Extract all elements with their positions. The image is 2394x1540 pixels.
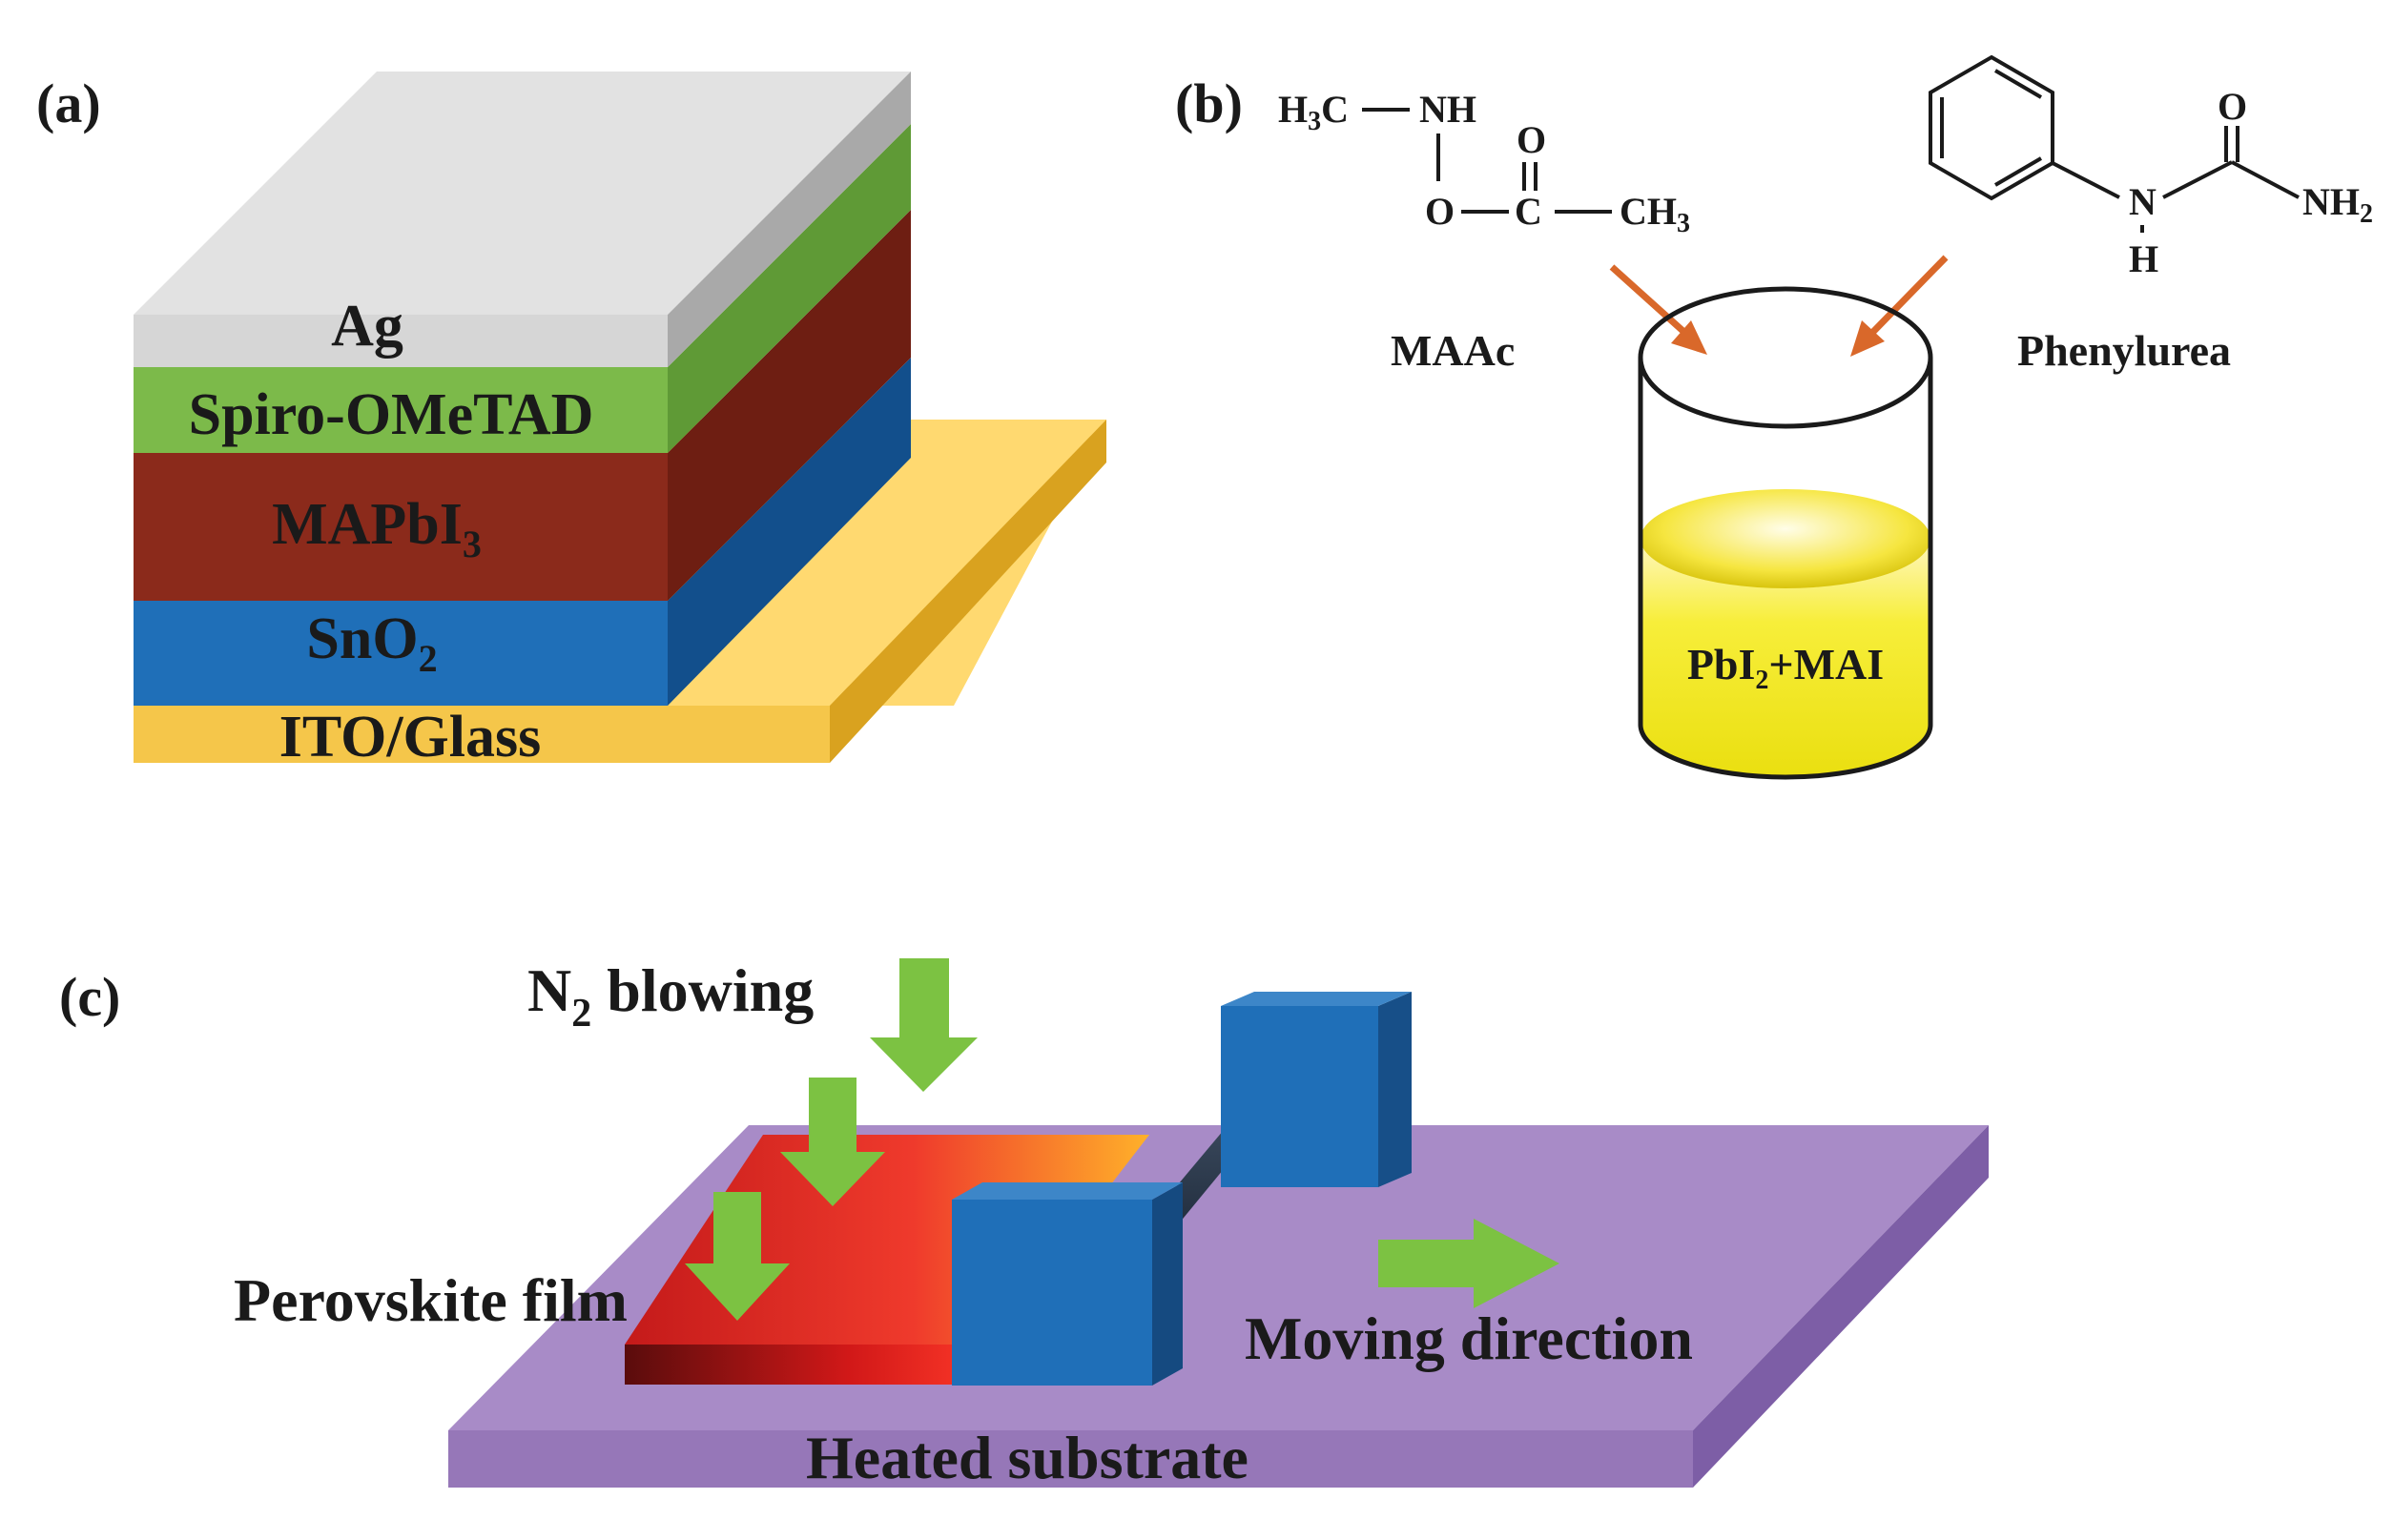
- heated-substrate-label: Heated substrate: [806, 1424, 1249, 1491]
- maac-h3c-c: C: [1321, 88, 1349, 131]
- layer-label-spiro: Spiro-OMeTAD: [189, 382, 594, 447]
- layer-sno2: [134, 358, 911, 706]
- phenylurea-nh2: NH2: [2302, 180, 2373, 229]
- beaker: PbI2+MAI: [1638, 286, 1933, 780]
- n2-arrow-3: [685, 1192, 790, 1321]
- maac-ch3-main: CH: [1620, 190, 1677, 233]
- phenylurea-name: Phenylurea: [2017, 326, 2231, 375]
- layer-label-mapbi3-main: MAPbI: [272, 492, 463, 557]
- maac-h3c-h: H: [1278, 88, 1308, 131]
- phenylurea-h: H: [2129, 237, 2158, 280]
- layer-label-sno2: SnO2: [306, 606, 437, 680]
- layer-label-sno2-sub: 2: [419, 637, 438, 680]
- maac-ch3-sub: 3: [1677, 209, 1690, 238]
- maac-o-double: O: [1517, 118, 1546, 161]
- solution-label-rest: +MAI: [1768, 640, 1884, 688]
- layer-ag: [134, 72, 911, 367]
- moving-direction-label: Moving direction: [1245, 1304, 1693, 1372]
- maac-h3c: H3C: [1278, 88, 1349, 136]
- solution-label: PbI2+MAI: [1687, 640, 1884, 695]
- maac-h3c-sub: 3: [1308, 107, 1321, 136]
- maac-c-center: C: [1515, 190, 1542, 233]
- arrow-phenylurea-shaft: [1867, 255, 1949, 339]
- moving-direction-arrow: [1378, 1219, 1559, 1308]
- layer-spiro: [134, 124, 911, 453]
- beaker-solution-body: [1641, 539, 1930, 777]
- maac-ch3: CH3: [1620, 190, 1690, 238]
- n2-label-rest: blowing: [591, 956, 814, 1024]
- n2-arrow-1: [870, 958, 978, 1092]
- n2-label-main: N: [527, 956, 571, 1024]
- layer-label-ito: ITO/Glass: [279, 705, 542, 770]
- arrow-maac-head: [1671, 320, 1707, 355]
- n2-arrows: [685, 958, 978, 1321]
- arrow-maac-shaft: [1609, 264, 1691, 339]
- blade-back-post: [1221, 1006, 1378, 1187]
- reagent-arrows: [1609, 255, 1949, 357]
- beaker-solution-surface: [1641, 489, 1930, 588]
- bond-n-c: [2162, 160, 2233, 199]
- blade-coater: [952, 992, 1412, 1386]
- phenylurea-o: O: [2218, 85, 2247, 128]
- perovskite-film-label: Perovskite film: [234, 1266, 628, 1334]
- solution-label-sub: 2: [1755, 666, 1768, 695]
- panel-label-c: (c): [59, 966, 120, 1028]
- maac-structure: H3C NH O C O CH3 MAAc: [1278, 88, 1690, 375]
- layer-label-sno2-main: SnO: [306, 606, 418, 671]
- panel-label-a: (a): [36, 72, 101, 134]
- layer-label-mapbi3-sub: 3: [463, 523, 482, 565]
- blade-front-post: [952, 1200, 1152, 1386]
- panel-label-b: (b): [1175, 72, 1243, 134]
- phenylurea-structure: N H O NH2 Phenylurea: [1929, 54, 2373, 375]
- n2-arrow-2: [780, 1078, 885, 1206]
- beaker-bottom: [1638, 724, 1933, 780]
- benzene-ring: [1929, 54, 2054, 201]
- benzene-double-2: [1993, 156, 2043, 187]
- benzene-double-1: [1993, 69, 2043, 99]
- maac-o-single: O: [1425, 190, 1455, 233]
- maac-name: MAAc: [1391, 326, 1515, 375]
- layer-label-ag: Ag: [331, 294, 403, 359]
- arrow-phenylurea-head: [1850, 320, 1885, 357]
- bond-ring-n: [2052, 161, 2120, 199]
- phenylurea-n: N: [2129, 180, 2157, 223]
- maac-nh: NH: [1419, 88, 1476, 131]
- phenylurea-nh2-main: NH: [2302, 180, 2360, 223]
- phenylurea-nh2-sub: 2: [2360, 199, 2373, 229]
- n2-label-sub: 2: [571, 992, 591, 1036]
- device-stack: Ag Spiro-OMeTAD MAPbI3 SnO2 ITO/Glass: [134, 72, 1106, 770]
- layer-mapbi3: [134, 210, 911, 601]
- layer-label-mapbi3: MAPbI3: [272, 492, 482, 565]
- bond-c-nh2: [2231, 160, 2300, 199]
- beaker-rim: [1638, 286, 1933, 429]
- n2-blowing-label: N2 blowing: [527, 956, 814, 1036]
- solution-label-main: PbI: [1687, 640, 1756, 688]
